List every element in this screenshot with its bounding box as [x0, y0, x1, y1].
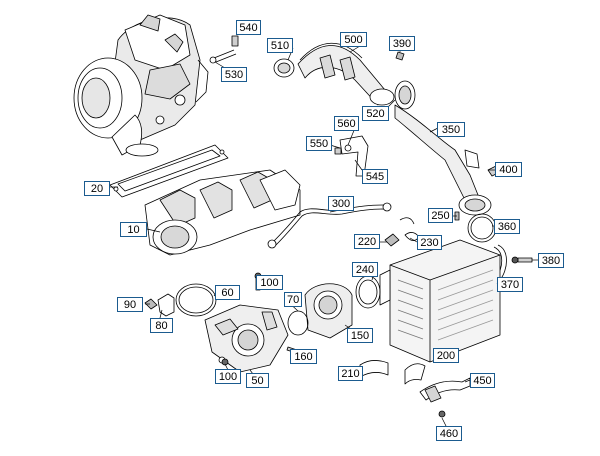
callout-10[interactable]: 10 [120, 222, 147, 237]
throttle-part [304, 283, 353, 339]
pipe-part [267, 202, 392, 249]
callout-370[interactable]: 370 [497, 277, 523, 292]
callout-70[interactable]: 70 [284, 292, 302, 307]
small-fastener-parts [209, 35, 460, 221]
callout-220[interactable]: 220 [354, 234, 380, 249]
callout-360[interactable]: 360 [494, 219, 520, 234]
callout-460[interactable]: 460 [436, 426, 462, 441]
callout-545[interactable]: 545 [362, 169, 388, 184]
fitting-part [384, 217, 420, 247]
callout-20[interactable]: 20 [84, 181, 110, 196]
pipe-350-part [394, 104, 492, 216]
callout-240[interactable]: 240 [352, 262, 378, 277]
callout-350[interactable]: 350 [437, 122, 465, 137]
hose-clamp-part [359, 360, 389, 378]
gasket-part [109, 144, 229, 198]
clamp-ring-part [467, 213, 497, 243]
charge-pipe-part [273, 42, 416, 110]
callout-200[interactable]: 200 [433, 348, 459, 363]
callout-560[interactable]: 560 [334, 116, 359, 131]
callout-520[interactable]: 520 [362, 106, 389, 121]
callout-400[interactable]: 400 [495, 162, 522, 177]
turbocharger-part [73, 14, 209, 157]
callout-390[interactable]: 390 [389, 36, 415, 51]
intercooler-part [379, 239, 501, 385]
callout-530[interactable]: 530 [221, 67, 247, 82]
callout-210[interactable]: 210 [338, 366, 363, 381]
callout-100-bottom[interactable]: 100 [215, 369, 241, 384]
valve-housing-part [204, 304, 289, 373]
bolt-part [511, 256, 533, 264]
callout-250[interactable]: 250 [428, 208, 453, 223]
callout-500[interactable]: 500 [340, 32, 367, 47]
callout-510[interactable]: 510 [267, 38, 293, 53]
sensor-80-part [144, 293, 175, 317]
callout-550[interactable]: 550 [306, 136, 332, 151]
callout-540[interactable]: 540 [236, 20, 261, 35]
gasket-ring-part [175, 283, 217, 317]
o-ring-part [287, 310, 309, 336]
callout-150[interactable]: 150 [347, 328, 373, 343]
callout-300[interactable]: 300 [328, 196, 354, 211]
callout-90[interactable]: 90 [117, 297, 143, 312]
pressure-sensor-part [419, 377, 471, 418]
callout-230[interactable]: 230 [417, 235, 442, 250]
callout-380[interactable]: 380 [538, 253, 564, 268]
callout-100-top[interactable]: 100 [256, 275, 283, 290]
callout-80[interactable]: 80 [150, 318, 173, 333]
callout-60[interactable]: 60 [215, 285, 240, 300]
callout-450[interactable]: 450 [470, 373, 495, 388]
callout-50[interactable]: 50 [246, 373, 269, 388]
callout-160[interactable]: 160 [290, 349, 317, 364]
seal-ring-part [355, 275, 381, 309]
intake-manifold-part [144, 169, 301, 256]
